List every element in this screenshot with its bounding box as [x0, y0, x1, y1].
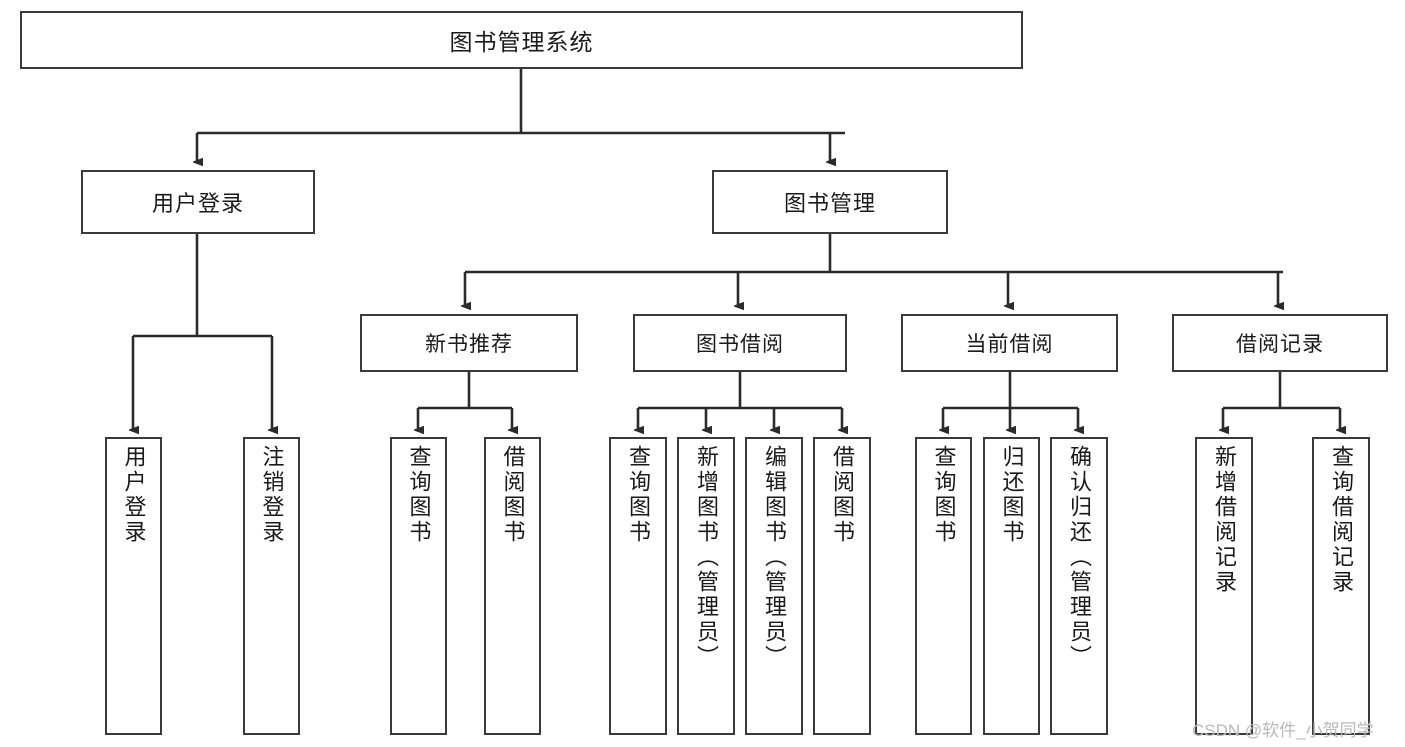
node-label: 编辑图书（管理员） — [762, 445, 787, 670]
node-label: 用户登录 — [121, 445, 147, 545]
leaf-user-login-signin[interactable]: 用户登录 — [105, 437, 162, 735]
leaf-book-borrow-add[interactable]: 新增图书（管理员） — [677, 437, 735, 735]
node-label: 查询图书 — [626, 445, 651, 545]
node-book-management[interactable]: 图书管理 — [712, 170, 948, 234]
node-label: 新增图书（管理员） — [694, 445, 719, 670]
leaf-user-login-signout[interactable]: 注销登录 — [243, 437, 300, 735]
leaf-borrow-record-add[interactable]: 新增借阅记录 — [1195, 437, 1253, 735]
node-label: 查询图书 — [931, 445, 957, 545]
leaf-new-book-borrow[interactable]: 借阅图书 — [484, 437, 541, 735]
leaf-book-borrow-borrow[interactable]: 借阅图书 — [813, 437, 871, 735]
node-borrow-record[interactable]: 借阅记录 — [1172, 314, 1388, 372]
node-label: 当前借阅 — [965, 333, 1054, 356]
node-new-book-recommend[interactable]: 新书推荐 — [360, 314, 578, 372]
node-user-login[interactable]: 用户登录 — [81, 170, 315, 234]
leaf-current-borrow-query[interactable]: 查询图书 — [915, 437, 972, 735]
node-label: 借阅记录 — [1236, 333, 1324, 356]
node-label: 注销登录 — [259, 445, 285, 545]
node-label: 新增借阅记录 — [1212, 445, 1237, 595]
node-label: 用户登录 — [151, 191, 244, 216]
node-current-borrow[interactable]: 当前借阅 — [901, 314, 1118, 372]
node-label: 新书推荐 — [425, 333, 513, 356]
node-label: 查询图书 — [406, 445, 432, 545]
leaf-current-borrow-confirm-return[interactable]: 确认归还（管理员） — [1050, 437, 1108, 735]
node-label: 归还图书 — [999, 445, 1025, 545]
leaf-book-borrow-query[interactable]: 查询图书 — [609, 437, 667, 735]
leaf-book-borrow-edit[interactable]: 编辑图书（管理员） — [745, 437, 803, 735]
leaf-current-borrow-return[interactable]: 归还图书 — [983, 437, 1040, 735]
node-label: 查询借阅记录 — [1329, 445, 1354, 595]
leaf-new-book-query[interactable]: 查询图书 — [390, 437, 447, 735]
node-book-borrow[interactable]: 图书借阅 — [633, 314, 847, 372]
node-root-book-management-system[interactable]: 图书管理系统 — [20, 11, 1023, 69]
node-label: 确认归还（管理员） — [1067, 445, 1092, 670]
node-label: 图书管理 — [783, 191, 876, 216]
node-label: 图书管理系统 — [449, 29, 594, 55]
node-label: 借阅图书 — [830, 445, 855, 545]
leaf-borrow-record-query[interactable]: 查询借阅记录 — [1312, 437, 1370, 735]
node-label: 图书借阅 — [696, 333, 784, 356]
node-label: 借阅图书 — [500, 445, 526, 545]
